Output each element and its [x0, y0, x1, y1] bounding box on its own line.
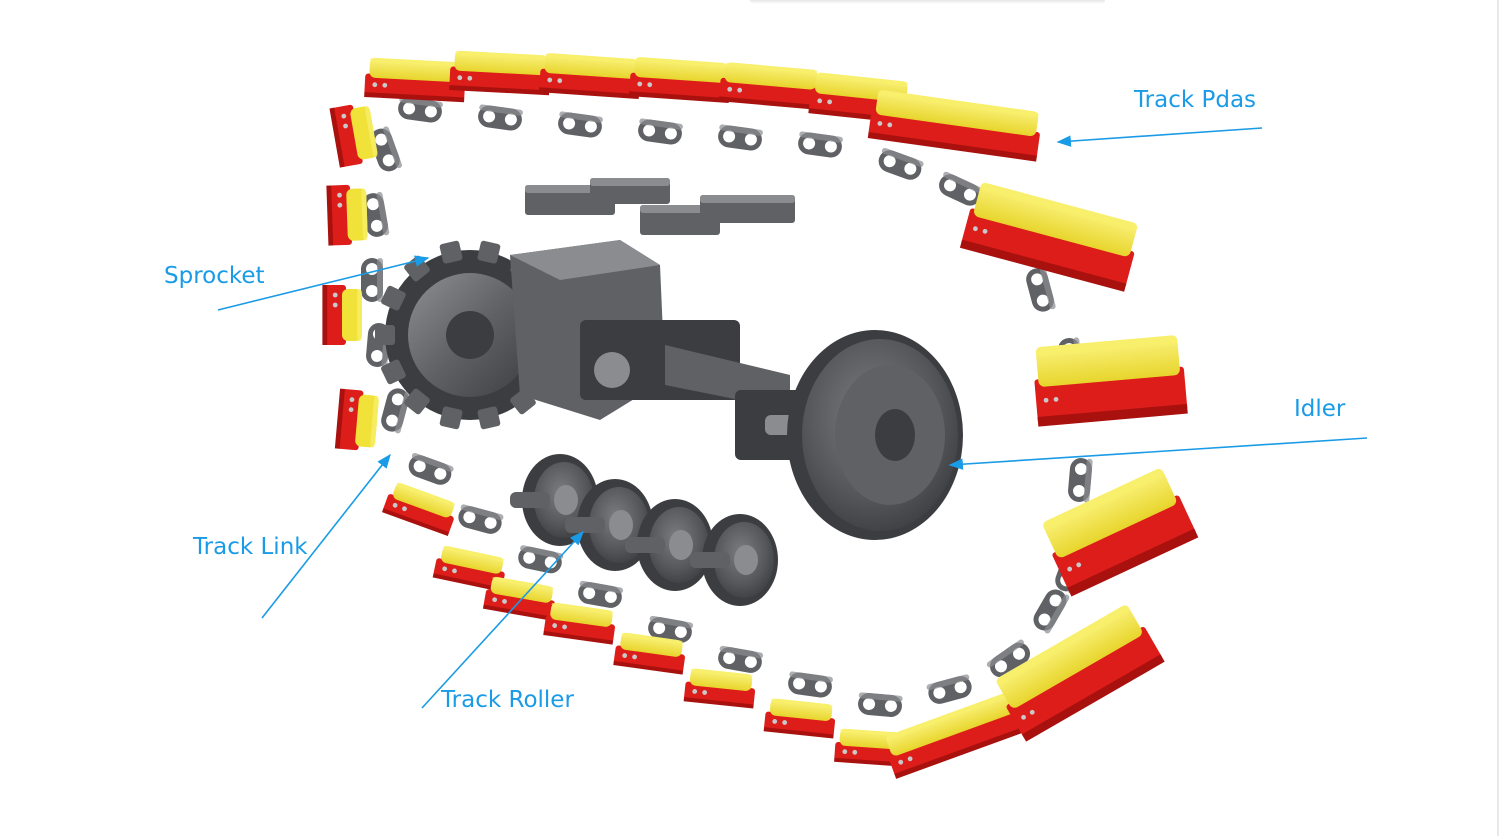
- track-link: [648, 615, 694, 643]
- steel-block: [590, 178, 670, 204]
- track-link: [798, 131, 843, 158]
- track-pad: [326, 184, 368, 246]
- track-pads-group: [322, 50, 1199, 779]
- track-pad: [867, 90, 1040, 162]
- track-roller: [625, 499, 713, 591]
- track-link: [408, 452, 454, 485]
- track-link: [478, 104, 523, 131]
- track-link: [370, 126, 403, 172]
- track-link: [381, 388, 411, 434]
- track-pad: [718, 62, 821, 110]
- callout-arrows: [217, 127, 1368, 709]
- arrow-idler: [948, 437, 1368, 470]
- final-drive-housing: [510, 240, 740, 420]
- track-pad: [683, 668, 756, 709]
- track-link: [558, 111, 603, 138]
- track-pad: [613, 632, 685, 675]
- track-pad: [543, 602, 615, 645]
- track-pad: [449, 50, 551, 96]
- track-link: [788, 671, 833, 698]
- track-pad: [322, 285, 362, 345]
- track-pad: [885, 689, 1038, 779]
- steel-block: [700, 195, 795, 223]
- arrow-track-pads: [1056, 127, 1263, 147]
- track-pad: [1034, 335, 1188, 427]
- track-link: [986, 639, 1031, 678]
- track-pad: [432, 546, 505, 592]
- track-pad: [329, 104, 378, 168]
- drive-components: [375, 178, 963, 606]
- arrow-track-roller: [421, 530, 584, 709]
- track-link: [718, 124, 763, 151]
- arrow-track-link: [261, 453, 391, 619]
- track-pad: [381, 482, 455, 537]
- track-link: [718, 645, 764, 673]
- track-pad: [763, 698, 836, 739]
- label-track-pads: Track Pdas: [1134, 87, 1257, 113]
- track-pad: [959, 182, 1138, 292]
- right-edge-rule: [1497, 0, 1499, 836]
- track-link: [878, 147, 924, 180]
- track-link: [638, 118, 683, 145]
- label-sprocket: Sprocket: [164, 263, 265, 289]
- track-pad: [538, 53, 641, 100]
- track-link: [578, 580, 624, 608]
- track-pad: [628, 57, 731, 104]
- track-pad: [334, 388, 379, 451]
- track-pad: [482, 576, 555, 621]
- track-roller: [690, 514, 778, 606]
- track-link: [458, 504, 504, 534]
- track-pad: [1043, 468, 1199, 597]
- track-link: [858, 692, 903, 717]
- track-link: [1026, 266, 1056, 312]
- track-link: [926, 674, 972, 704]
- arrow-sprocket: [217, 255, 430, 311]
- top-shadow-edge: [750, 0, 1105, 4]
- track-link: [1068, 458, 1093, 503]
- track-pad: [996, 605, 1165, 742]
- label-idler: Idler: [1294, 396, 1346, 422]
- track-link: [362, 191, 390, 237]
- track-link: [361, 258, 383, 302]
- track-link: [939, 171, 984, 206]
- track-pad: [364, 57, 466, 103]
- track-link: [1033, 589, 1070, 634]
- label-track-link: Track Link: [193, 534, 308, 560]
- idler-wheel: [787, 330, 963, 540]
- label-track-roller: Track Roller: [441, 687, 574, 713]
